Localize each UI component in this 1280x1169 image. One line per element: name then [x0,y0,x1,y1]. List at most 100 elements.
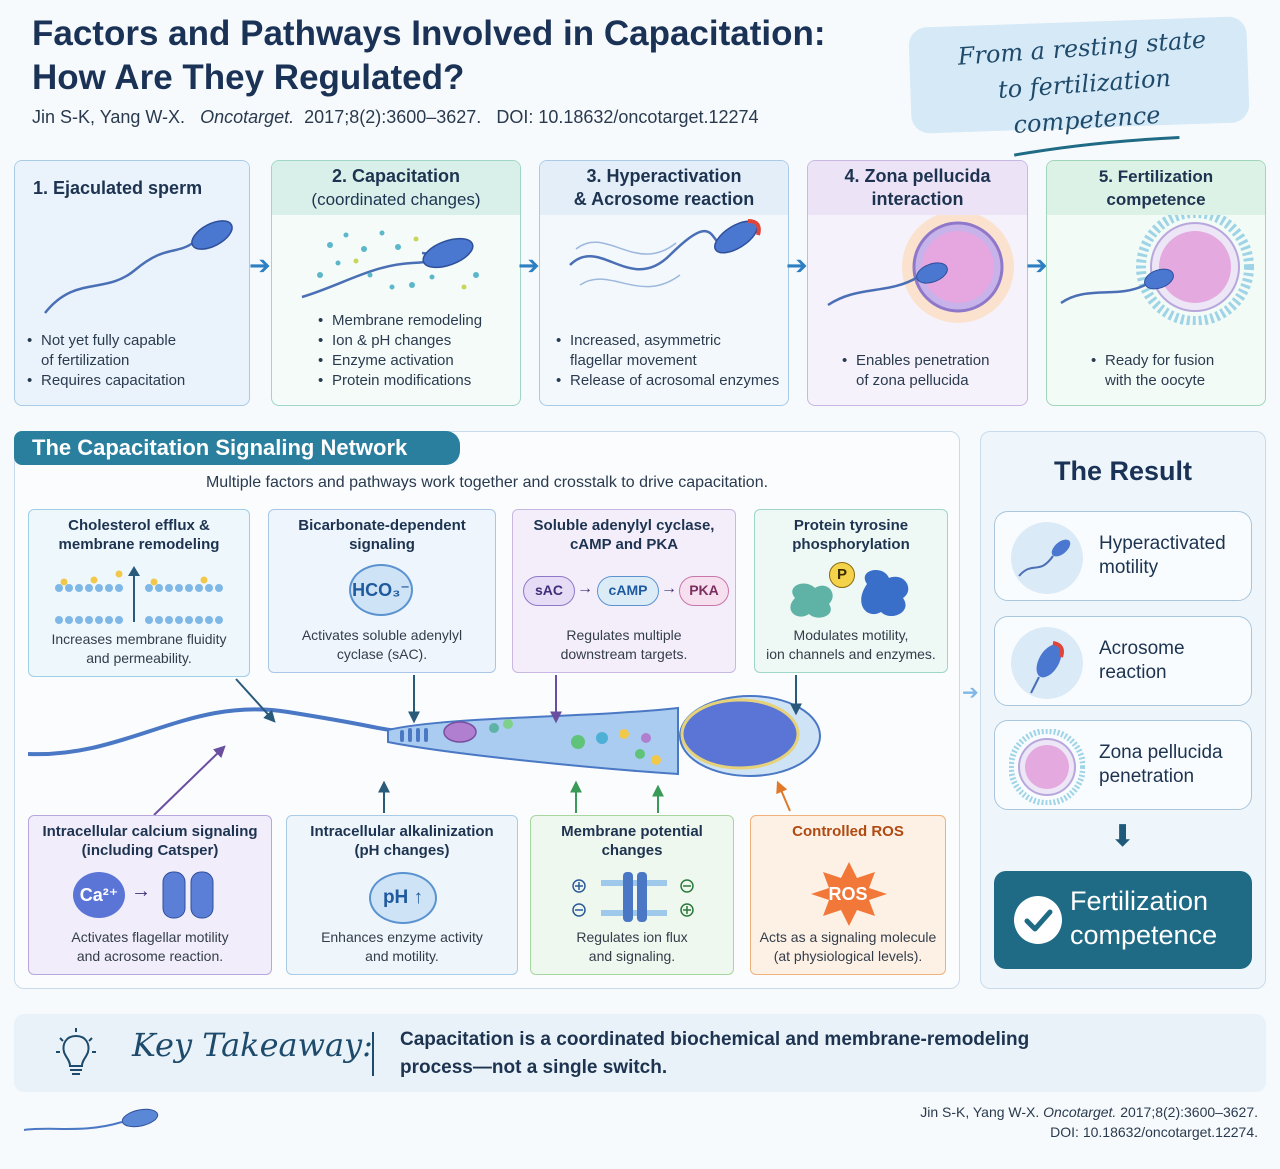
step-3-bullets: Increased, asymmetric flagellar movement… [556,331,780,391]
step-4-bullets: Enables penetration of zona pellucida [842,351,1019,391]
step-5-bullet: with the oocyte [1105,372,1206,389]
sperm-icon [44,220,233,314]
step-2-title: 2. Capacitation (coordinated changes) [272,161,520,215]
key-takeaway-text: Capacitation is a coordinated biochemica… [400,1029,1030,1078]
banner-text: From a resting state to fertilization co… [926,19,1244,164]
step-2-bullet: Protein modifications [318,371,512,391]
citation-volume: 2017;8(2):3600–3627. [304,107,482,127]
factor-title: Controlled ROS [792,823,904,840]
check-icon [1014,896,1062,944]
step-card-4: 4. Zona pellucida interaction Enables pe… [807,160,1028,406]
step-2-bullet: Membrane remodeling [318,311,512,331]
ion-channel-icon [572,872,694,922]
arrow-down-icon: ⬇ [1110,820,1136,853]
factor-description: Modulates motility,ion channels and enzy… [766,627,936,662]
step-4-title: 4. Zona pellucida interaction [808,161,1027,215]
step-card-5: 5. Fertilization competence Ready for fu… [1046,160,1266,406]
step-1-bullet: Not yet fully capable [27,331,241,351]
factor-cholesterol-efflux: Cholesterol efflux &membrane remodeling … [28,509,250,677]
step-1-title: 1. Ejaculated sperm [15,161,249,215]
key-takeaway-bar [14,1014,1266,1092]
title-line-1: Factors and Pathways Involved in Capacit… [32,14,826,53]
banner-underline [1013,136,1180,157]
factor-title: Soluble adenylyl cyclase,cAMP and PKA [533,517,715,553]
citation-top: Jin S-K, Yang W-X. Oncotarget. 2017;8(2)… [32,107,759,128]
step-2-bullets: Membrane remodeling Ion & pH changes Enz… [318,311,512,391]
protein-icon [790,570,909,618]
step-4-bullet: Enables penetration [842,351,1019,371]
step-card-1: 1. Ejaculated sperm Not yet fully capabl… [14,160,250,406]
lightbulb-icon [56,1028,96,1075]
bicarbonate-icon: HCO₃⁻ [349,564,413,616]
arrow-right-icon: ➔ [518,250,540,280]
factor-description: Acts as a signaling molecule(at physiolo… [759,929,937,964]
page-title: Factors and Pathways Involved in Capacit… [32,12,892,100]
citation-authors: Jin S-K, Yang W-X. [32,107,186,127]
acrosome-icon [1011,627,1083,699]
result-label: Acrosome reaction [1099,638,1185,683]
step-2-bullet: Ion & pH changes [318,331,512,351]
step-5-bullet: Ready for fusion [1091,351,1257,371]
factor-title: Cholesterol efflux &membrane remodeling [58,517,220,553]
step-3-bullet: Release of acrosomal enzymes [556,371,780,391]
step-4-bullet: of zona pellucida [856,372,969,389]
arrow-right-icon: ➔ [249,250,271,280]
fertilization-competence-label: Fertilization competence [1070,886,1218,950]
lipid-bilayer-icon [55,566,223,624]
factor-alkalinization: Intracellular alkalinization(pH changes)… [286,815,518,975]
arrow-right-icon: → [577,580,593,597]
factor-connector-arrows [153,675,802,816]
hyperactivated-sperm-icon [569,219,761,288]
step-5-bullets: Ready for fusion with the oocyte [1091,351,1257,391]
divider [372,1032,374,1076]
sac-node: sAC [523,576,575,606]
network-subtitle: Multiple factors and pathways work toget… [205,474,769,491]
capacitating-sperm-icon [301,230,479,299]
arrow-right-icon: → [661,580,677,597]
ph-icon: pH ↑ [369,872,437,924]
title-line-2: How Are They Regulated? [32,58,465,97]
step-1-bullet: Requires capacitation [27,371,241,391]
step-3-bullet: Increased, asymmetric [556,331,780,351]
factor-title: Intracellular alkalinization(pH changes) [310,823,494,859]
catsper-channel-icon [162,871,214,919]
camp-node: cAMP [597,576,659,606]
fertilization-oocyte-icon [1060,215,1254,325]
arrow-right-icon: ➔ [962,682,979,704]
central-sperm-illustration [28,695,821,777]
step-3-title: 3. Hyperactivation & Acrosome reaction [540,161,788,215]
sperm-icon [23,1108,159,1131]
ros-burst-icon [811,862,887,926]
arrow-right-icon: ➔ [1026,250,1048,280]
step-card-3: 3. Hyperactivation & Acrosome reaction I… [539,160,789,406]
oocyte-zona-icon [827,215,1014,323]
ros-label: ROS [828,884,868,904]
citation-journal: Oncotarget. [200,107,295,127]
phosphate-icon: P [829,562,855,588]
step-3-bullet: flagellar movement [570,352,697,369]
arrow-right-icon: → [131,880,151,902]
citation-doi: DOI: 10.18632/oncotarget.12274 [496,107,759,127]
result-acrosome-reaction: Acrosome reaction [994,616,1252,706]
step-1-bullet: of fertilization [41,352,130,369]
oocyte-icon [1009,729,1085,805]
citation-footer: Jin S-K, Yang W-X. Oncotarget. 2017;8(2)… [920,1104,1258,1140]
step-5-title: 5. Fertilization competence [1047,161,1265,215]
pka-node: PKA [679,576,729,606]
factor-calcium-signaling: Intracellular calcium signaling(includin… [28,815,272,975]
result-title: The Result [1053,456,1193,486]
